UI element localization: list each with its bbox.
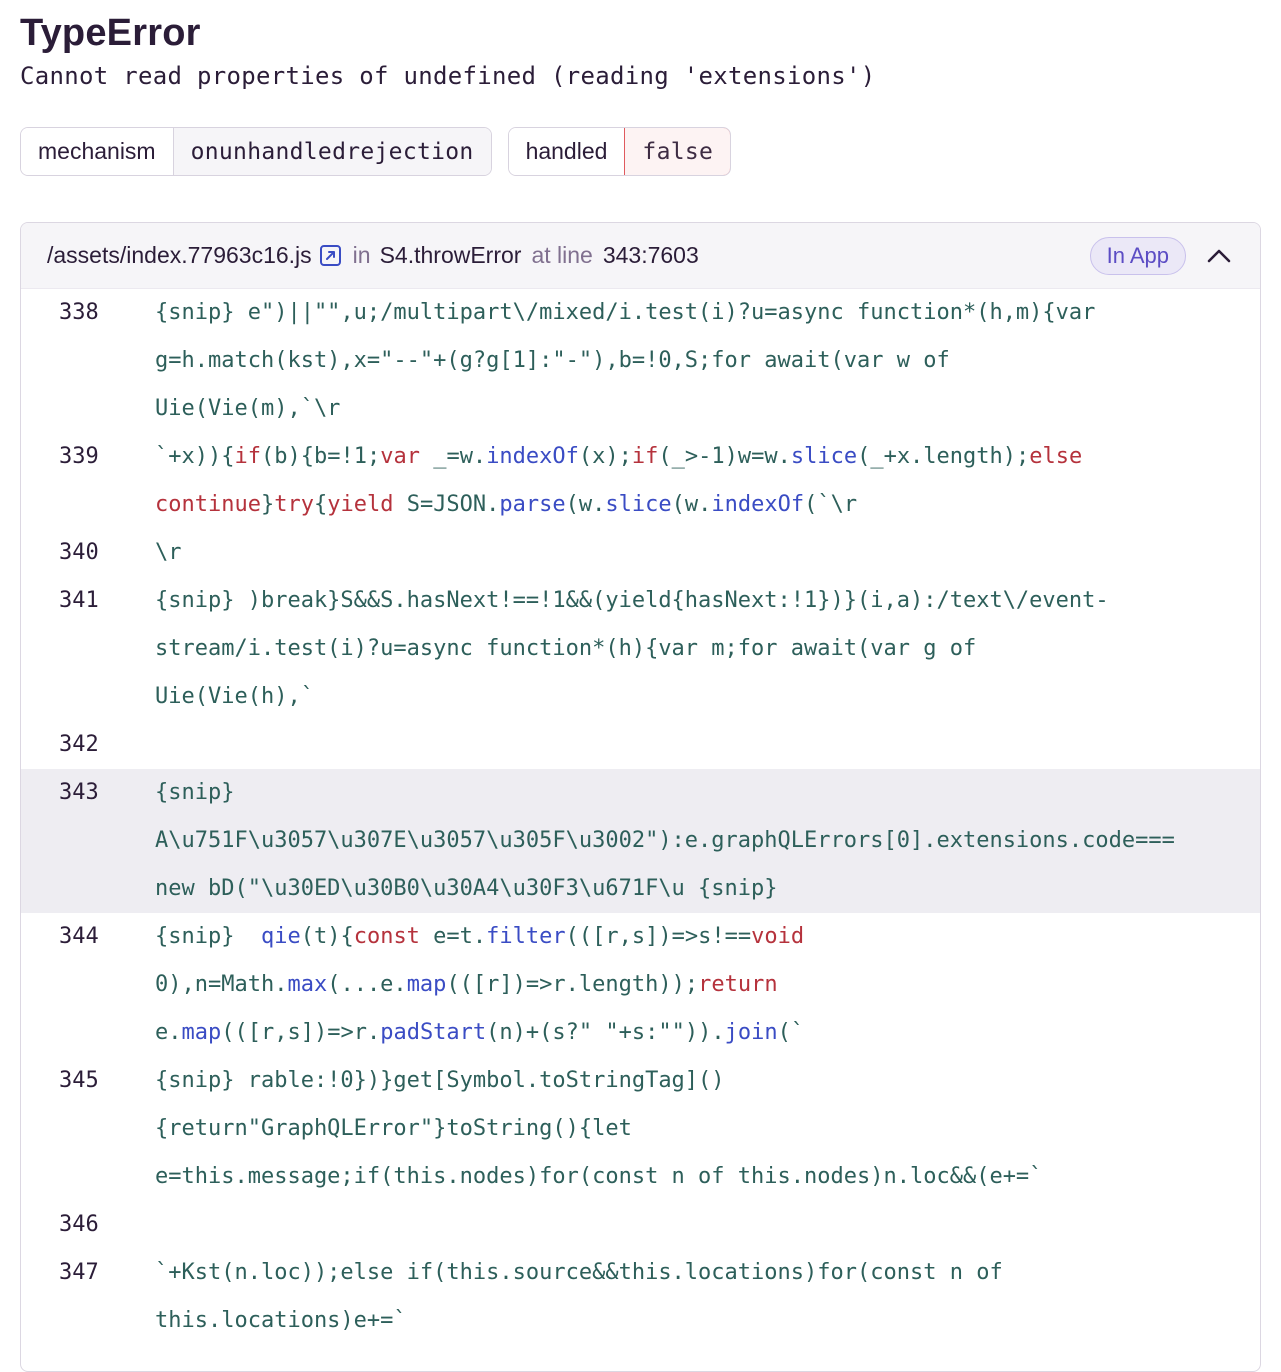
line-segment bbox=[155, 1201, 1256, 1249]
line-text: {snip} )break}S&&S.hasNext!==!1&&(yield{… bbox=[155, 577, 1260, 721]
line-segment: A\u751F\u3057\u307E\u3057\u305F\u3002"):… bbox=[155, 828, 1175, 853]
tag-mechanism[interactable]: mechanism onunhandledrejection bbox=[20, 127, 492, 176]
code-line: 345 {snip} rable:!0})}get[Symbol.toString… bbox=[21, 1057, 1260, 1201]
line-number: 347 bbox=[59, 1260, 99, 1285]
line-text: `+Kst(n.loc));else if(this.source&&this.… bbox=[155, 1249, 1260, 1345]
code-line: 341 {snip} )break}S&&S.hasNext!==!1&&(yie… bbox=[21, 577, 1260, 721]
line-segment: stream/i.test(i)?u=async function*(h){va… bbox=[155, 636, 977, 661]
frame-at-line-label: at line bbox=[531, 242, 593, 268]
tag-key: mechanism bbox=[21, 128, 173, 175]
line-segment: {snip} qie(t){const e=t.filter(([r,s])=>… bbox=[155, 924, 805, 949]
line-segment: Uie(Vie(h),` bbox=[155, 684, 314, 709]
frame-filename: /assets/index.77963c16.js bbox=[47, 242, 312, 268]
frame-header[interactable]: /assets/index.77963c16.js in S4.throwErr… bbox=[21, 223, 1260, 289]
code-line: 338 {snip} e")||"",u;/multipart\/mixed/i.… bbox=[21, 289, 1260, 433]
code-line: 342 bbox=[21, 721, 1260, 769]
line-number: 344 bbox=[59, 924, 99, 949]
line-number: 345 bbox=[59, 1068, 99, 1093]
line-number: 339 bbox=[59, 444, 99, 469]
line-segment: {snip} )break}S&&S.hasNext!==!1&&(yield{… bbox=[155, 588, 1109, 613]
line-text bbox=[155, 721, 1260, 769]
code-line: 339 `+x)){if(b){b=!1;var _=w.indexOf(x);i… bbox=[21, 433, 1260, 529]
line-segment bbox=[155, 721, 1256, 769]
code-line: 343 {snip} A\u751F\u3057\u307E\u3057\u305F… bbox=[21, 769, 1260, 913]
line-number: 341 bbox=[59, 588, 99, 613]
in-app-badge[interactable]: In App bbox=[1089, 236, 1186, 275]
line-number: 342 bbox=[59, 732, 99, 757]
stack-frame: /assets/index.77963c16.js in S4.throwErr… bbox=[20, 222, 1261, 1372]
line-segment: `+Kst(n.loc));else if(this.source&&this.… bbox=[155, 1260, 1003, 1285]
line-segment: {snip} bbox=[155, 780, 235, 805]
frame-in-label: in bbox=[352, 242, 371, 268]
tag-key: handled bbox=[508, 128, 625, 175]
line-segment: `+x)){if(b){b=!1;var _=w.indexOf(x);if(_… bbox=[155, 444, 1083, 469]
open-external-icon[interactable] bbox=[319, 245, 341, 266]
error-message: Cannot read properties of undefined (rea… bbox=[20, 62, 876, 90]
line-segment: 0),n=Math.max(...e.map(([r])=>r.length))… bbox=[155, 972, 778, 997]
line-text bbox=[155, 1201, 1260, 1249]
line-text: {snip} e")||"",u;/multipart\/mixed/i.tes… bbox=[155, 289, 1260, 433]
line-segment: Uie(Vie(m),`\r bbox=[155, 396, 341, 421]
frame-line-col: 343:7603 bbox=[602, 242, 699, 268]
line-segment: new bD("\u30ED\u30B0\u30A4\u30F3\u671F\u… bbox=[155, 876, 778, 901]
code-line: 347 `+Kst(n.loc));else if(this.source&&th… bbox=[21, 1249, 1260, 1345]
error-type-title: TypeError bbox=[20, 12, 201, 54]
line-segment: {return"GraphQLError"}toString(){let bbox=[155, 1116, 632, 1141]
frame-function: S4.throwError bbox=[379, 242, 522, 268]
tag-value: onunhandledrejection bbox=[172, 128, 491, 175]
chevron-up-icon[interactable] bbox=[1204, 241, 1234, 271]
code-context: 338 {snip} e")||"",u;/multipart\/mixed/i.… bbox=[21, 289, 1260, 1345]
line-segment: continue}try{yield S=JSON.parse(w.slice(… bbox=[155, 492, 858, 517]
line-text: {snip} rable:!0})}get[Symbol.toStringTag… bbox=[155, 1057, 1260, 1201]
line-number: 338 bbox=[59, 300, 99, 325]
line-segment: g=h.match(kst),x="--"+(g?g[1]:"-"),b=!0,… bbox=[155, 348, 950, 373]
code-line: 346 bbox=[21, 1201, 1260, 1249]
code-line: 340 \r bbox=[21, 529, 1260, 577]
tag-handled[interactable]: handled false bbox=[507, 127, 732, 176]
line-segment: {snip} e")||"",u;/multipart\/mixed/i.tes… bbox=[155, 300, 1096, 325]
tag-value: false bbox=[624, 128, 731, 175]
line-text: `+x)){if(b){b=!1;var _=w.indexOf(x);if(_… bbox=[155, 433, 1260, 529]
line-segment: {snip} rable:!0})}get[Symbol.toStringTag… bbox=[155, 1068, 725, 1093]
line-segment: e.map(([r,s])=>r.padStart(n)+(s?" "+s:""… bbox=[155, 1020, 805, 1045]
line-number: 340 bbox=[59, 540, 99, 565]
line-segment: e=this.message;if(this.nodes)for(const n… bbox=[155, 1164, 1043, 1189]
line-text: {snip} qie(t){const e=t.filter(([r,s])=>… bbox=[155, 913, 1260, 1057]
tags-bar: mechanism onunhandledrejection handled f… bbox=[20, 127, 732, 176]
code-line: 344 {snip} qie(t){const e=t.filter(([r,s]… bbox=[21, 913, 1260, 1057]
line-text: {snip} A\u751F\u3057\u307E\u3057\u305F\u3… bbox=[155, 769, 1260, 913]
line-segment: \r bbox=[155, 540, 182, 565]
line-number: 343 bbox=[59, 780, 99, 805]
line-text: \r bbox=[155, 529, 1260, 577]
line-segment: this.locations)e+=` bbox=[155, 1308, 407, 1333]
line-number: 346 bbox=[59, 1212, 99, 1237]
